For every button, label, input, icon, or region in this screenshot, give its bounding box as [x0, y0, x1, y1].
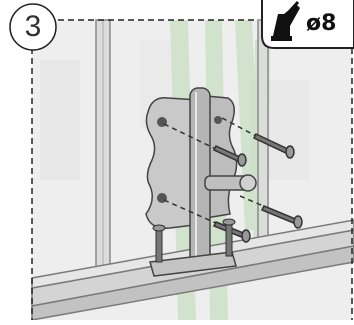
step-number: 3 — [8, 4, 58, 50]
drill-size-label: ø8 — [306, 4, 336, 42]
